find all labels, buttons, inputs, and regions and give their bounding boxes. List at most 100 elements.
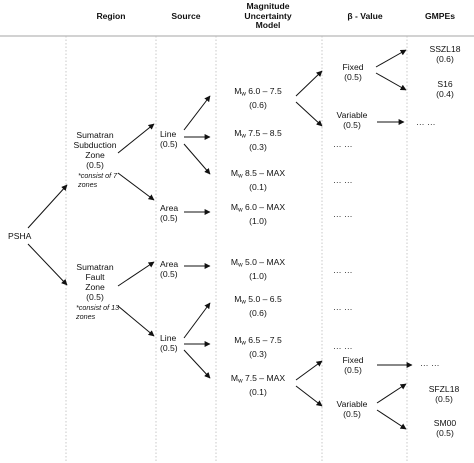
subduction-line1: Sumatran: [76, 130, 114, 140]
node-gmpe-sm00: SM00 (0.5): [424, 418, 466, 438]
arrow-m1-variable: [295, 101, 323, 127]
node-region-fault: Sumatran Fault Zone (0.5): [66, 262, 124, 302]
mw-subscript: w: [238, 172, 243, 180]
sub-area-weight: (0.5): [160, 213, 178, 223]
mw-symbol: M: [234, 294, 242, 304]
m7-range: 6.5 – 7.5: [248, 335, 282, 345]
arrow-subduction-area: [117, 172, 155, 201]
arrow-fault-area: [117, 261, 155, 287]
m6-weight: (0.6): [249, 307, 267, 318]
ellipsis-gmpe-top: … …: [416, 117, 436, 127]
arrow-fixed-ssz: [375, 49, 407, 68]
fault-area-name: Area: [160, 259, 179, 269]
m7-weight: (0.3): [249, 348, 267, 359]
fault-note-line2: zones: [76, 311, 96, 321]
column-dividers: [65, 36, 408, 463]
subduction-note-line2: zones: [78, 179, 98, 189]
m4-weight: (1.0): [249, 215, 267, 226]
arrow-variable-sm00: [376, 409, 407, 430]
mw-subscript: w: [238, 377, 243, 385]
m1-range: 6.0 – 7.5: [248, 86, 282, 96]
sub-line-weight: (0.5): [160, 139, 178, 149]
node-magnitude-m5: Mw 5.0 – MAX (1.0): [218, 257, 298, 281]
m5-weight: (1.0): [249, 270, 267, 281]
mw-subscript: w: [241, 298, 246, 306]
fault-note: *consist of 13 zones: [76, 303, 119, 321]
node-source-fault-area: Area (0.5): [160, 259, 178, 279]
m6-range: 5.0 – 6.5: [248, 294, 282, 304]
subduction-note: *consist of 7 zones: [78, 171, 118, 189]
top-fixed-weight: (0.5): [344, 72, 362, 82]
arrow-m8-variable: [295, 385, 323, 407]
node-magnitude-m6: Mw 5.0 – 6.5 (0.6): [218, 294, 298, 318]
ellipsis-beta-m4: … …: [333, 209, 353, 219]
fault-line-name: Line: [160, 333, 177, 343]
node-magnitude-m2: Mw 7.5 – 8.5 (0.3): [218, 128, 298, 152]
header-magnitude-line3: Model: [255, 20, 281, 30]
node-psha: PSHA: [8, 231, 32, 241]
subduction-line3: Zone: [85, 150, 105, 160]
node-magnitude-m1: Mw 6.0 – 7.5 (0.6): [218, 86, 298, 110]
arrow-subline-m3: [183, 143, 211, 175]
bottom-variable-label: Variable: [336, 399, 368, 409]
ellipsis-beta-m7: … …: [333, 341, 353, 351]
arrow-variable-sfz: [376, 383, 407, 404]
node-beta-bottom-fixed: Fixed (0.5): [330, 355, 376, 375]
subduction-line2: Subduction: [73, 140, 117, 150]
mw-symbol: M: [234, 86, 242, 96]
sub-line-name: Line: [160, 129, 177, 139]
gmpe-ssz-name: SSZL18: [429, 44, 461, 54]
arrow-fault-line: [117, 305, 155, 337]
ellipsis-beta-m6: … …: [333, 302, 353, 312]
m1-weight: (0.6): [249, 99, 267, 110]
m8-range: 7.5 – MAX: [244, 373, 286, 383]
subduction-note-line1: *consist of 7: [78, 171, 118, 180]
arrow-faultline-m8: [183, 349, 211, 379]
node-magnitude-m7: Mw 6.5 – 7.5 (0.3): [218, 335, 298, 359]
ellipsis-beta-m2: … …: [333, 139, 353, 149]
gmpe-s16-name: S16: [437, 79, 453, 89]
m8-weight: (0.1): [249, 386, 267, 397]
top-variable-weight: (0.5): [343, 120, 361, 130]
arrow-psha-subduction: [27, 184, 68, 229]
fault-line2: Fault: [85, 272, 105, 282]
node-source-sub-line: Line (0.5): [160, 129, 178, 149]
mw-symbol: M: [234, 335, 242, 345]
mw-subscript: w: [241, 339, 246, 347]
arrow-psha-fault: [27, 243, 68, 286]
node-beta-top-variable: Variable (0.5): [326, 110, 378, 130]
sub-area-name: Area: [160, 203, 179, 213]
header-magnitude-line1: Magnitude: [246, 1, 290, 11]
arrow-subline-m1: [183, 95, 211, 131]
header-magnitude-line2: Uncertainty: [244, 10, 292, 21]
m4-range: 6.0 – MAX: [244, 202, 286, 212]
header-region: Region: [96, 11, 126, 21]
node-beta-bottom-variable: Variable (0.5): [326, 399, 378, 419]
node-gmpe-ssz: SSZL18 (0.6): [424, 44, 466, 64]
bottom-fixed-label: Fixed: [342, 355, 364, 365]
m3-range: 8.5 – MAX: [244, 168, 286, 178]
node-region-subduction: Sumatran Subduction Zone (0.5): [66, 130, 124, 170]
fault-line-weight: (0.5): [160, 343, 178, 353]
gmpe-s16-weight: (0.4): [436, 89, 454, 99]
bottom-fixed-weight: (0.5): [344, 365, 362, 375]
gmpe-ssz-weight: (0.6): [436, 54, 454, 64]
subduction-weight: (0.5): [86, 160, 104, 170]
ellipsis-gmpe-bottom: … …: [420, 358, 440, 368]
arrow-faultline-m6: [183, 302, 211, 339]
mw-symbol: M: [234, 128, 242, 138]
node-gmpe-s16: S16 (0.4): [424, 79, 466, 99]
node-beta-top-fixed: Fixed (0.5): [330, 62, 376, 82]
arrow-m8-fixed: [295, 360, 323, 381]
mw-subscript: w: [238, 261, 243, 269]
gmpe-sfz-weight: (0.5): [435, 394, 453, 404]
gmpe-sm00-name: SM00: [433, 418, 457, 428]
header-magnitude: Magnitude Uncertainty Model: [222, 1, 314, 31]
mw-symbol: M: [230, 373, 239, 383]
header-gmpes: GMPEs: [424, 11, 456, 21]
node-magnitude-m8: Mw 7.5 – MAX (0.1): [218, 373, 298, 397]
top-variable-label: Variable: [336, 110, 368, 120]
node-magnitude-m4: Mw 6.0 – MAX (1.0): [218, 202, 298, 226]
